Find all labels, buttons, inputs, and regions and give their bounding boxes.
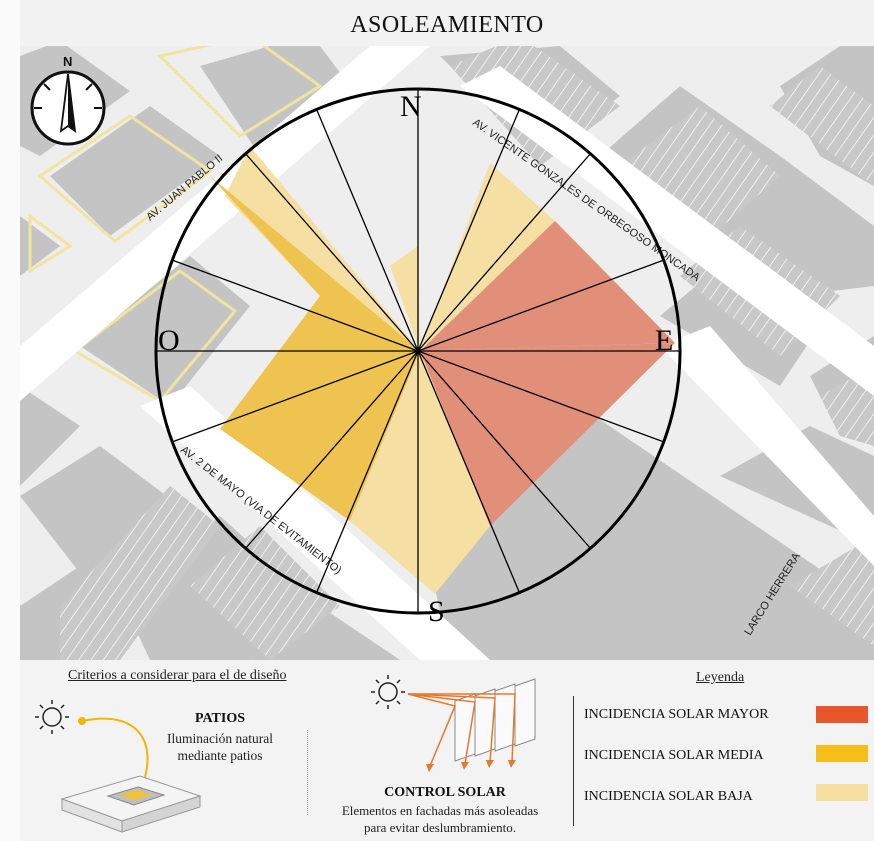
hatch-block-8 (790, 536, 874, 646)
wedge-low-nw (225, 146, 420, 351)
compass-needle-shade (68, 74, 75, 131)
ray-7 (417, 350, 521, 595)
legend-swatch-medium (816, 745, 868, 762)
ray-2 (244, 152, 419, 352)
patios-title: PATIOS (194, 711, 246, 726)
patios-desc-line-2: mediante patios (177, 748, 263, 763)
ray-8 (417, 350, 592, 550)
cardinal-e: E (655, 324, 673, 357)
compass-tick-nw (43, 83, 51, 91)
sun-icon (35, 700, 69, 734)
compass-tick-ne (85, 83, 93, 91)
legend-heading: Leyenda (696, 670, 745, 685)
sun-rose (154, 87, 682, 615)
hatch-block-7 (190, 526, 340, 660)
ray-1 (315, 107, 419, 352)
site-map-svg: AV. JUAN PABLO II AV. VICENTE GONZALES D… (20, 34, 874, 660)
control-solar-description: Elementos en fachadas más asoleadas para… (300, 802, 580, 836)
patios-description: Iluminación natural mediante patios (150, 730, 290, 764)
outline-2 (28, 213, 73, 274)
cardinal-n: N (400, 90, 422, 123)
control-desc-line-1: Elementos en fachadas más asoleadas (341, 803, 539, 818)
facade-panels-icon (454, 678, 536, 762)
page-title: ASOLEAMIENTO (20, 0, 874, 46)
control-solar-title: CONTROL SOLAR (384, 785, 506, 800)
ray-10 (417, 259, 665, 352)
ray-6 (315, 350, 419, 595)
outline-4 (72, 269, 238, 403)
block-nw-2 (50, 106, 220, 236)
wedge-low-n2 (390, 246, 420, 351)
ray-5 (244, 350, 419, 550)
block-n-1 (200, 46, 350, 156)
hatch-block-2 (620, 106, 780, 246)
legend-swatch-major (816, 706, 868, 723)
wedge-major-ne (420, 221, 675, 351)
site-map: AV. JUAN PABLO II AV. VICENTE GONZALES D… (20, 34, 874, 660)
block-w-2 (20, 386, 80, 486)
control-solar-illustration (371, 675, 536, 772)
ray-4 (171, 350, 419, 443)
patio-icon (60, 775, 202, 833)
criteria-heading: Criterios a considerar para el de diseño (68, 668, 287, 683)
wedge-medium-w (210, 176, 420, 521)
light-path (81, 717, 149, 793)
cardinal-s: S (428, 595, 445, 628)
cardinal-o: O (158, 324, 180, 357)
avenues (20, 46, 874, 660)
block-w-1 (80, 256, 250, 406)
ray-12 (417, 107, 521, 352)
incidence-wedges (210, 146, 675, 594)
legend-label-medium: INCIDENCIA SOLAR MEDIA (584, 748, 764, 763)
outline-1 (37, 114, 213, 243)
patio-illustration (35, 700, 202, 833)
hatch-block-4 (770, 66, 874, 186)
divider-dotted (307, 730, 308, 815)
sun-ray-arrows (407, 693, 516, 767)
light-origin-dot (78, 717, 86, 725)
left-edge-strip (0, 0, 20, 841)
criteria-panel: Criterios a considerar para el de diseño… (20, 660, 874, 841)
sun-ray-arrowheads (426, 760, 516, 772)
avenue-vicente (460, 66, 874, 396)
avenue-larco (660, 326, 874, 566)
legend-label-major: INCIDENCIA SOLAR MAYOR (584, 707, 769, 722)
ray-9 (417, 350, 665, 443)
wedge-major-se (420, 343, 675, 526)
hatch-block-6 (60, 486, 220, 660)
block-sw-1 (20, 446, 180, 586)
compass-north-label: N (63, 54, 72, 69)
wedge-low-s (350, 351, 490, 594)
wedge-low-n (420, 163, 555, 351)
hatch-block-5 (820, 366, 874, 446)
patios-desc-line-1: Iluminación natural (166, 731, 274, 746)
legend-swatch-low (816, 784, 868, 801)
legend-divider (573, 696, 574, 826)
avenue-dos-mayo (140, 386, 490, 660)
title-text: ASOLEAMIENTO (350, 12, 544, 38)
ray-3 (171, 259, 419, 352)
legend-label-low: INCIDENCIA SOLAR BAJA (584, 789, 753, 804)
ray-11 (417, 152, 592, 352)
control-desc-line-2: para evitar deslumbramiento. (364, 820, 516, 835)
north-arrow-icon: N (30, 54, 106, 146)
sun-shade-icon (371, 675, 405, 709)
